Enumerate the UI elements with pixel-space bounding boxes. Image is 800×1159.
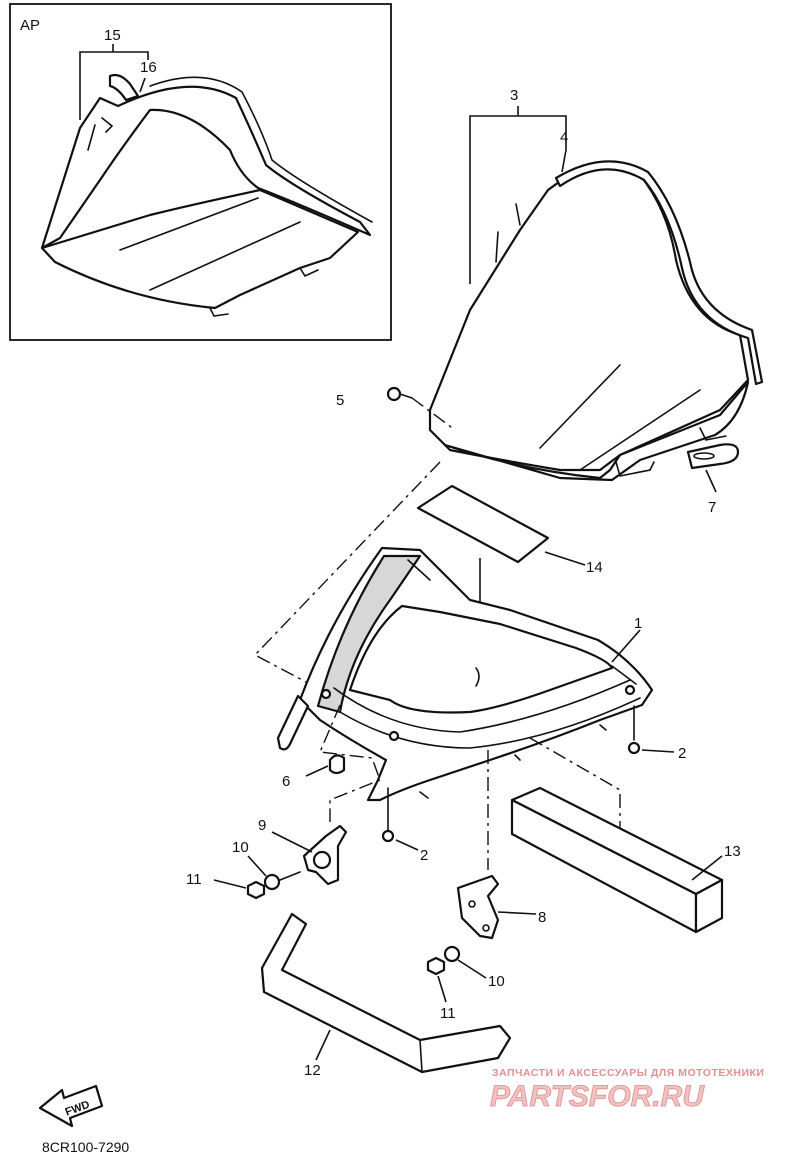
callout-3: 3 [510,87,518,104]
windshield [428,160,764,482]
callout-14: 14 [586,559,603,576]
bracket-8 [456,874,537,940]
diagram-code: 8CR100-7290 [42,1139,129,1155]
callout-13: 13 [724,843,741,860]
callout-16: 16 [140,59,157,76]
callout-15: 15 [104,27,121,44]
callout-1: 1 [634,615,642,632]
watermark-tagline: ЗАПЧАСТИ И АКСЕССУАРЫ ДЛЯ МОТОТЕХНИКИ [492,1067,764,1079]
callout-11a: 11 [186,871,202,888]
bracket-9 [271,824,348,886]
screw-5 [386,386,456,431]
grommet-6 [305,754,346,777]
foam-block-13 [510,786,724,934]
fwd-arrow-icon: FWD [38,1084,104,1128]
watermark: ЗАПЧАСТИ И АКСЕССУАРЫ ДЛЯ МОТОТЕХНИКИ PA… [490,1067,764,1113]
inset-label: AP [20,17,40,34]
callout-10a: 10 [232,839,249,856]
callout-2a: 2 [678,745,686,762]
bolt-2-right [627,705,675,755]
cowling-1 [276,546,654,802]
callout-5: 5 [336,392,344,409]
washer-10-right [443,945,487,979]
callout-11b: 11 [440,1005,456,1022]
callout-4: 4 [560,129,568,146]
inset-ap: AP 15 16 [9,3,392,341]
callout-7: 7 [708,499,716,516]
nut-11-left [213,879,266,900]
bolt-2-center [381,787,419,851]
callout-2b: 2 [420,847,428,864]
callout-9: 9 [258,817,266,834]
pad-12 [260,912,512,1074]
grommet-7 [686,443,740,493]
callout-12: 12 [304,1062,321,1079]
nut-11-right [426,956,447,1003]
watermark-brand: PARTSFOR.RU [490,1080,705,1113]
washer-10-left [247,855,301,891]
callout-8: 8 [538,909,546,926]
inset-windshield [40,73,373,317]
callout-10b: 10 [488,973,505,990]
callout-6: 6 [282,773,290,790]
